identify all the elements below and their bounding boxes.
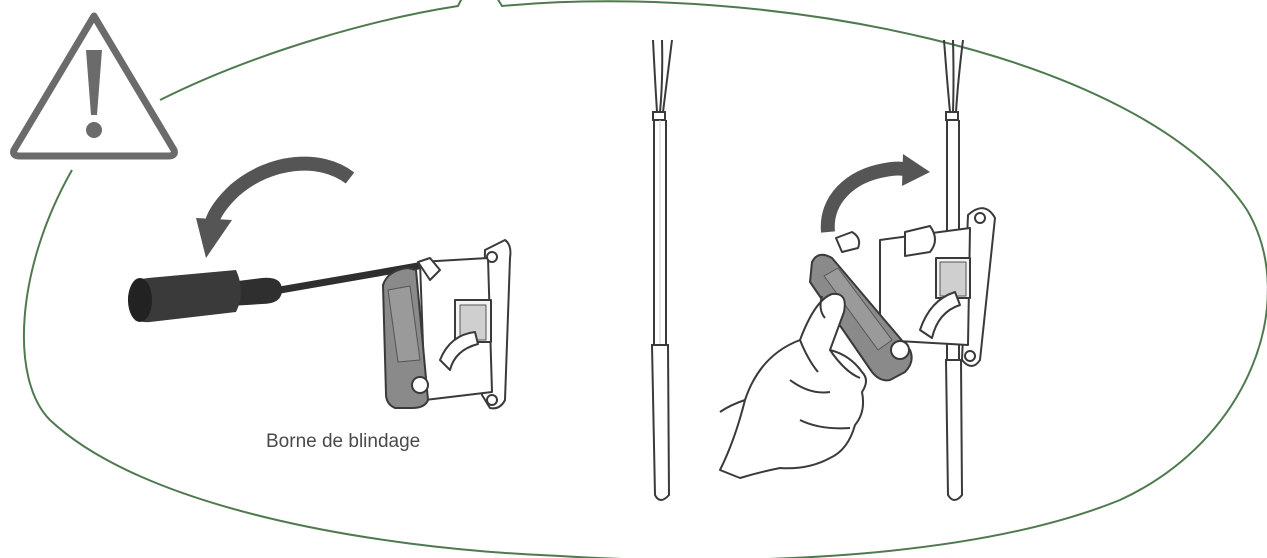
warning-triangle-icon <box>14 16 175 156</box>
curved-arrow-left-icon <box>196 164 350 258</box>
curved-arrow-right-icon <box>828 154 930 232</box>
screwdriver <box>128 266 418 322</box>
prepared-cable <box>652 40 672 500</box>
shield-terminal-label: Borne de blindage <box>266 431 420 453</box>
